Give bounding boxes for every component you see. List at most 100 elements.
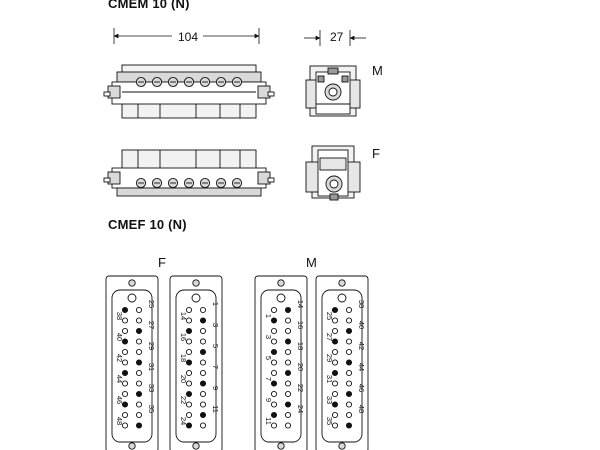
contact-pin bbox=[270, 401, 278, 408]
label-female-top: F bbox=[372, 146, 380, 161]
pin-number-label: 11 bbox=[211, 405, 220, 413]
contact-pin bbox=[270, 390, 278, 398]
contact-pin bbox=[270, 327, 278, 335]
pin-number-label: 35 bbox=[147, 405, 156, 413]
pin-number-label: 46 bbox=[357, 384, 366, 392]
pin-number-label: 25 bbox=[147, 300, 156, 308]
pin-number-label: 38 bbox=[357, 300, 366, 308]
contact-pin bbox=[284, 369, 292, 377]
pin-number-label: 24 bbox=[296, 405, 305, 413]
cmef-title: CMEF 10 (N) bbox=[108, 217, 187, 232]
mounting-screw-icon bbox=[338, 442, 346, 450]
pin-number-label: 20 bbox=[296, 363, 305, 371]
contact-pin bbox=[284, 390, 292, 398]
dimension-width-label: 104 bbox=[178, 30, 199, 44]
contact-pin bbox=[284, 348, 292, 356]
contact-pin bbox=[284, 317, 292, 324]
contact-pin bbox=[185, 317, 193, 324]
pin-number-label: 22 bbox=[296, 384, 305, 392]
contact-pin bbox=[199, 369, 207, 377]
contact-pin bbox=[135, 317, 143, 324]
contact-pin bbox=[345, 401, 353, 408]
contact-pin bbox=[270, 348, 278, 356]
contact-pin bbox=[185, 359, 193, 366]
pin-number-label: 7 bbox=[211, 365, 220, 369]
pin-number-label: 31 bbox=[147, 363, 156, 371]
contact-pin bbox=[135, 338, 143, 345]
contact-pin bbox=[135, 348, 143, 356]
contact-pin bbox=[270, 317, 278, 324]
contact-pin bbox=[331, 369, 339, 377]
contact-pin bbox=[185, 306, 193, 314]
contact-pin bbox=[331, 338, 339, 345]
contact-pin bbox=[135, 390, 143, 398]
dimension-side-line bbox=[304, 30, 366, 46]
contact-pin bbox=[284, 327, 292, 335]
pin-number-label: 5 bbox=[264, 356, 273, 360]
contact-pin bbox=[121, 369, 129, 377]
contact-pin bbox=[199, 401, 207, 408]
contact-pin bbox=[185, 380, 193, 387]
contact-pin bbox=[270, 306, 278, 314]
contact-pin bbox=[345, 306, 353, 314]
contact-pin bbox=[135, 422, 143, 429]
pin-number-label: 9 bbox=[211, 386, 220, 390]
ground-contact-icon bbox=[191, 293, 201, 303]
contact-pin bbox=[121, 401, 129, 408]
pin-number-label: 22 bbox=[179, 396, 188, 404]
contact-pin bbox=[345, 348, 353, 356]
contact-pin bbox=[284, 380, 292, 387]
contact-pin bbox=[121, 348, 129, 356]
cmem-male-side-view bbox=[103, 64, 275, 119]
contact-pin bbox=[121, 317, 129, 324]
contact-pin bbox=[199, 306, 207, 314]
pin-number-label: 44 bbox=[115, 375, 124, 383]
contact-pin bbox=[284, 306, 292, 314]
contact-pin bbox=[185, 348, 193, 356]
contact-pin bbox=[331, 306, 339, 314]
dimension-width-line bbox=[113, 28, 260, 44]
mounting-screw-icon bbox=[192, 279, 200, 287]
pin-number-label: 35 bbox=[325, 417, 334, 425]
pin-number-label: 11 bbox=[264, 417, 273, 425]
mounting-screw-icon bbox=[128, 279, 136, 287]
contact-pin bbox=[345, 422, 353, 429]
label-male-top: M bbox=[372, 63, 383, 78]
contact-pin bbox=[185, 422, 193, 429]
pin-number-label: 29 bbox=[147, 342, 156, 350]
contact-pin bbox=[270, 369, 278, 377]
pin-number-label: 9 bbox=[264, 398, 273, 402]
dimension-side-label: 27 bbox=[330, 30, 344, 44]
contact-pin bbox=[345, 317, 353, 324]
mounting-screw-icon bbox=[277, 442, 285, 450]
pin-number-label: 48 bbox=[115, 417, 124, 425]
contact-pin bbox=[270, 422, 278, 429]
contact-pin bbox=[331, 422, 339, 429]
label-female-bottom: F bbox=[158, 255, 166, 270]
contact-pin bbox=[270, 380, 278, 387]
pin-number-label: 14 bbox=[179, 312, 188, 320]
pin-number-label: 20 bbox=[179, 375, 188, 383]
contact-pin bbox=[121, 411, 129, 419]
contact-pin bbox=[284, 359, 292, 366]
pin-number-label: 14 bbox=[296, 300, 305, 308]
mounting-screw-icon bbox=[192, 442, 200, 450]
contact-pin bbox=[331, 359, 339, 366]
pin-number-label: 27 bbox=[325, 333, 334, 341]
mounting-screw-icon bbox=[128, 442, 136, 450]
contact-pin bbox=[270, 338, 278, 345]
contact-pin bbox=[199, 422, 207, 429]
contact-pin bbox=[185, 401, 193, 408]
contact-pin bbox=[135, 380, 143, 387]
contact-pin bbox=[331, 411, 339, 419]
pin-number-label: 7 bbox=[264, 377, 273, 381]
pin-number-label: 40 bbox=[357, 321, 366, 329]
pin-number-label: 25 bbox=[325, 312, 334, 320]
pin-number-label: 38 bbox=[115, 312, 124, 320]
pin-number-label: 40 bbox=[115, 333, 124, 341]
contact-pin bbox=[199, 380, 207, 387]
